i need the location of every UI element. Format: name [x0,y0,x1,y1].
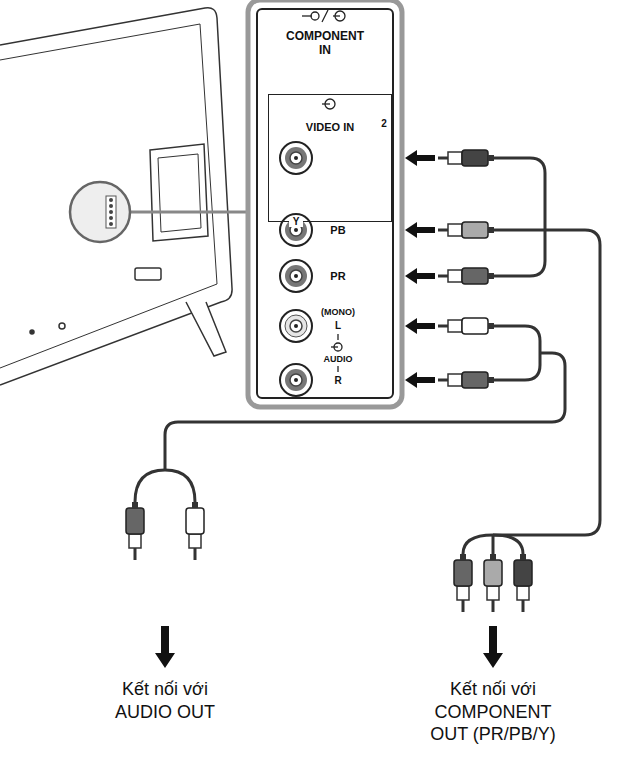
insert-arrows [405,150,435,388]
connection-note: Kết nối với COMPONENT OUT (PR/PB/Y) [418,678,568,746]
zoom-line [130,211,250,214]
panel-rim [248,0,402,407]
video-in-box: VIDEO IN [268,94,392,222]
jack-label: AUDIO [316,355,360,364]
down-arrows [155,626,503,668]
panel-heading: COMPONENT IN [283,30,367,58]
rca-plugs [126,150,532,612]
jacks [280,142,312,396]
jack-label: (MONO) [313,308,363,317]
connection-note: Kết nối với AUDIO OUT [95,678,235,723]
cables [135,158,600,554]
jack-label: Y [289,217,303,227]
tv-illustration [0,8,232,385]
jack-label: L [331,321,345,331]
panel-heading: VIDEO IN [275,121,385,134]
zoom-circle [70,182,130,242]
jack-label: PR [323,271,353,282]
jack-label: PB [323,225,353,236]
input-panel: COMPONENT IN VIDEO IN [256,8,394,399]
jack-label: R [331,376,345,386]
input-number: 2 [377,119,391,129]
